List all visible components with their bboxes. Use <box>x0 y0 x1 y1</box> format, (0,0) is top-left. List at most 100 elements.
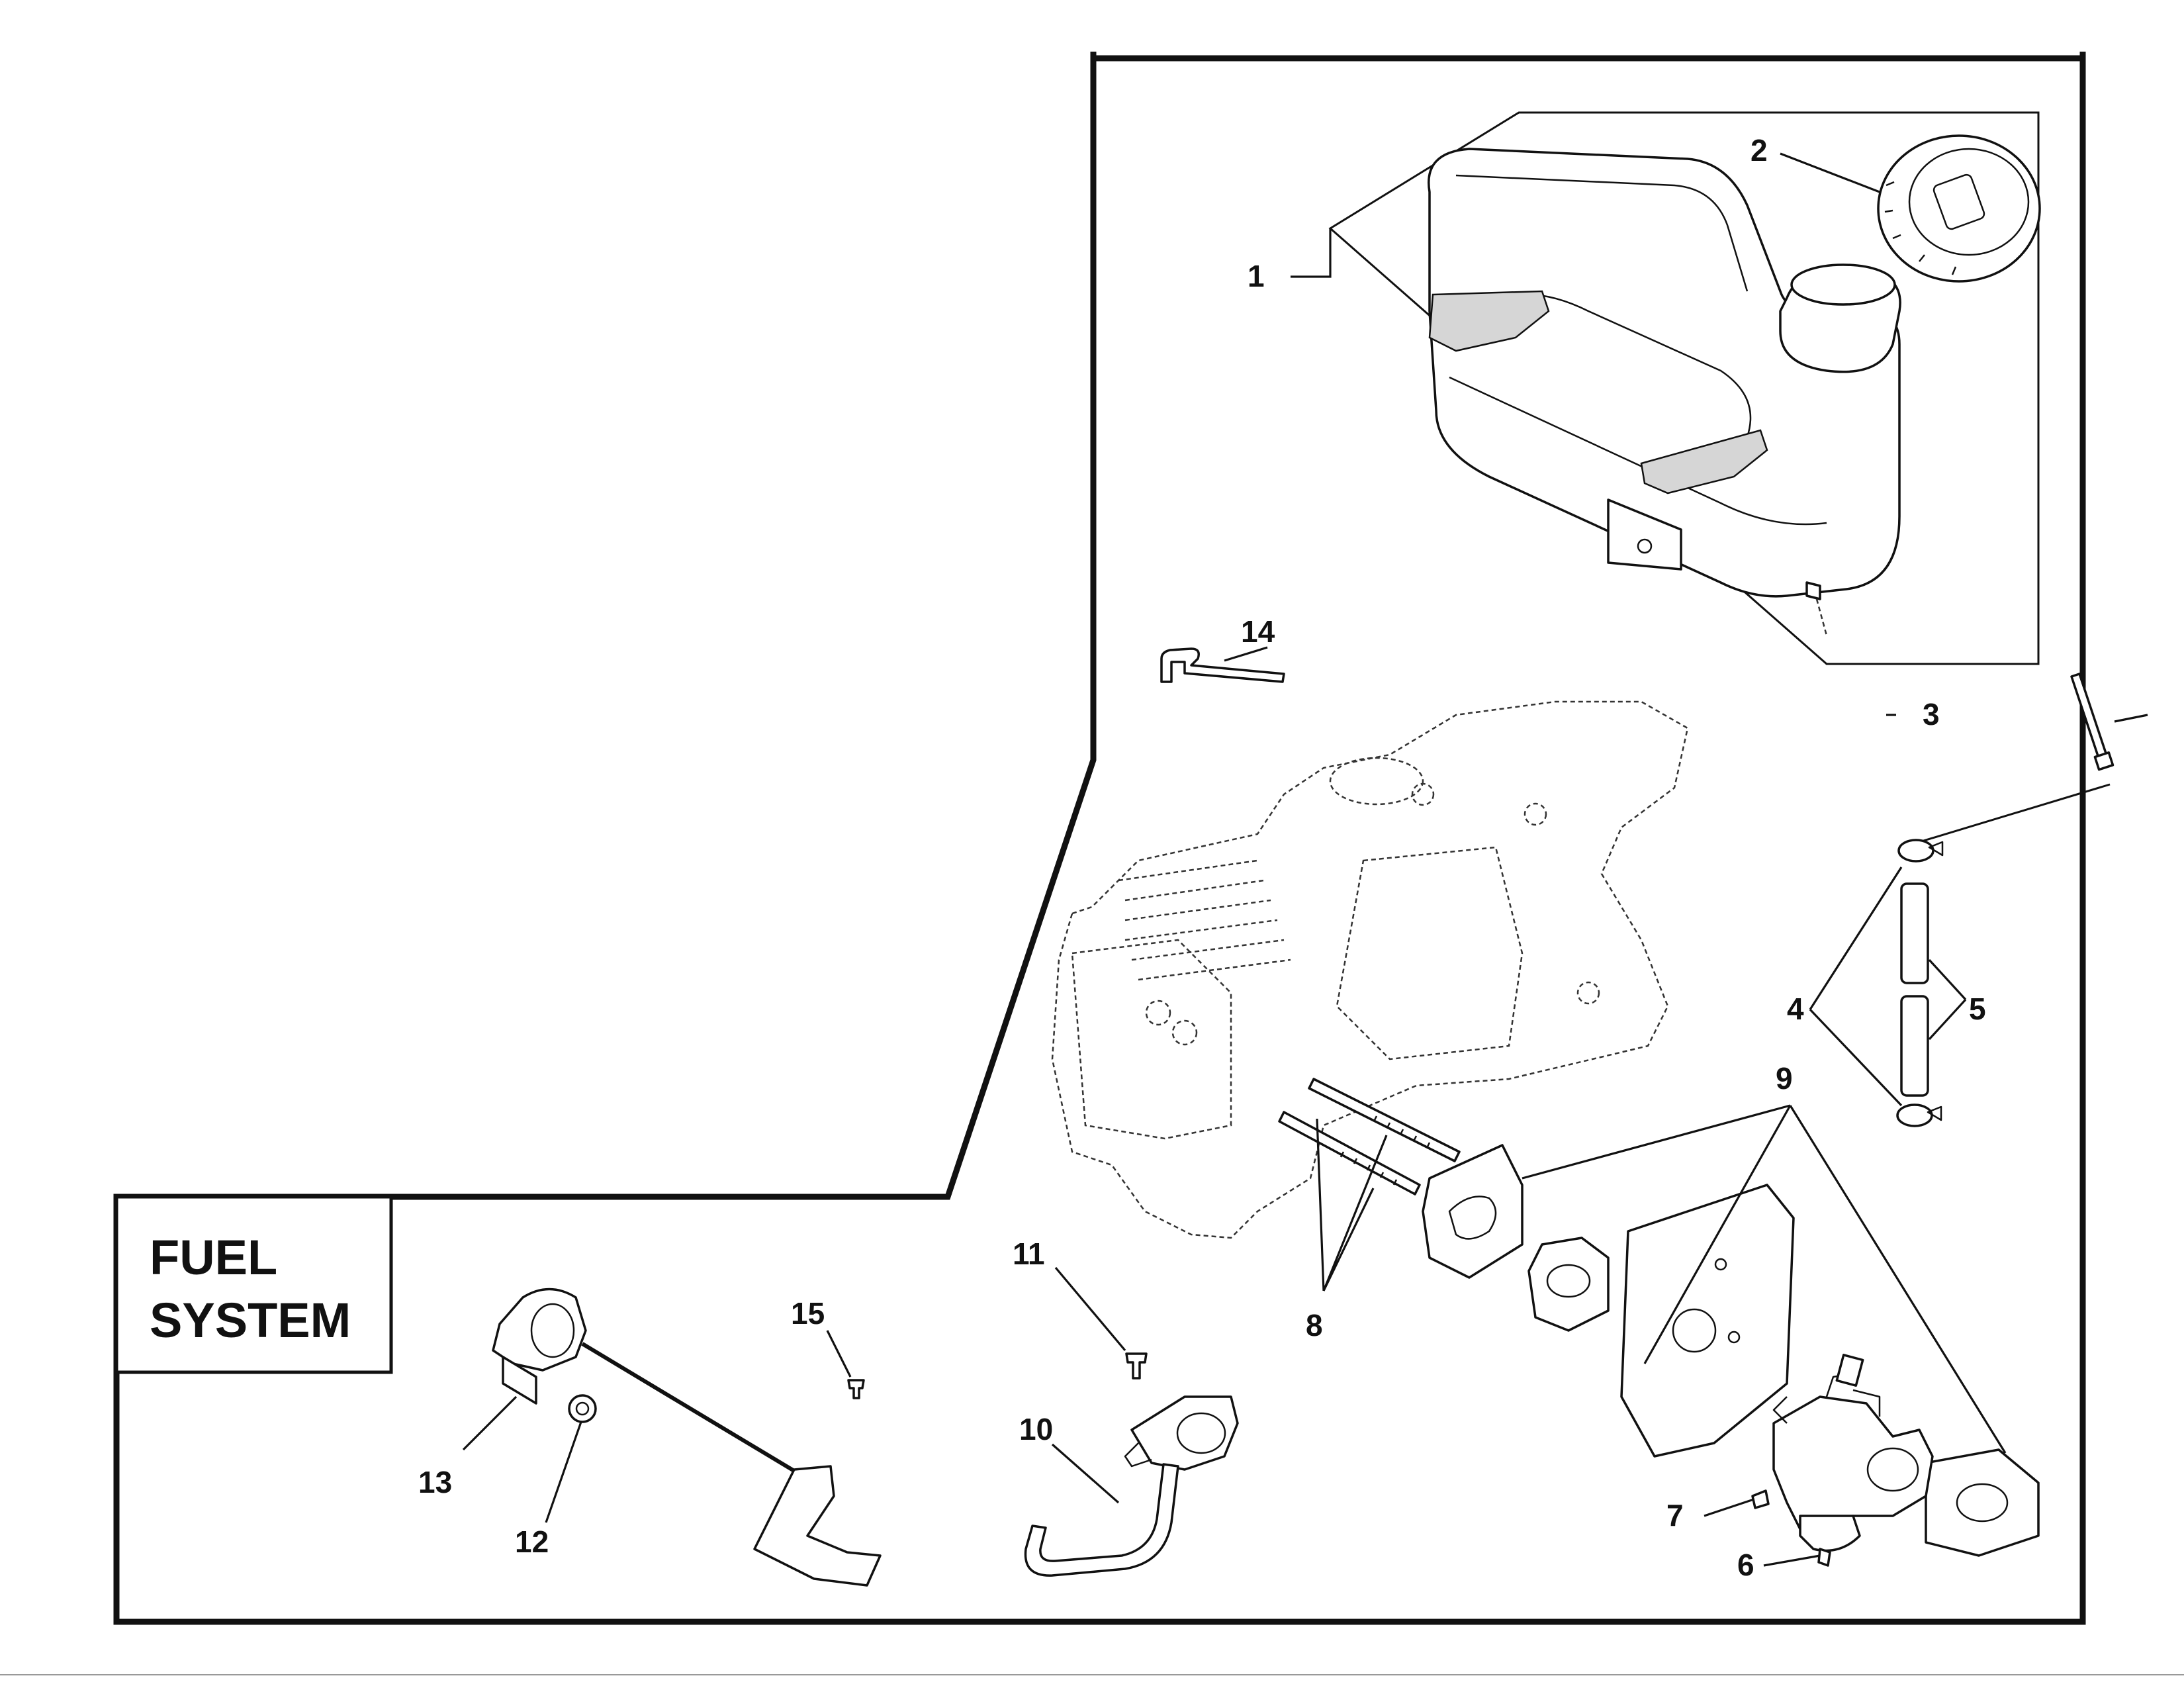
leader-3b <box>2114 714 2148 723</box>
fuel-tank-grip-left <box>1428 290 1550 352</box>
hose-clamp-bottom-tab <box>1927 1105 1942 1121</box>
leader-11 <box>1054 1266 1126 1352</box>
shutoff-control-rod <box>581 1342 815 1485</box>
shutoff-valve-screw <box>847 1379 865 1399</box>
callout-3: 3 <box>1923 697 1940 731</box>
fuel-pump-bracket <box>1124 1442 1152 1468</box>
fuel-tank-neck-opening <box>1790 263 1896 306</box>
shutoff-assembly <box>492 1288 882 1587</box>
engine-head-face <box>1071 939 1232 1140</box>
callout-7: 7 <box>1666 1498 1684 1532</box>
diagram-frame <box>113 52 2086 1625</box>
heat-shield-hole-2 <box>1727 1331 1741 1344</box>
callout-6: 6 <box>1737 1548 1754 1582</box>
intake-stud-threads <box>1340 1115 1431 1186</box>
fuel-tank-top-face <box>1455 174 1749 292</box>
carburetor-clip <box>1751 1489 1770 1509</box>
intake-spacer-port <box>1546 1264 1591 1298</box>
hose-section-lower <box>1900 995 1929 1097</box>
callout-9: 9 <box>1776 1061 1793 1096</box>
fuel-cap-top <box>1908 148 2030 256</box>
leader-5 <box>1928 959 1967 1041</box>
fuel-tank-mount-hole <box>1637 538 1653 554</box>
engine-bolt-boss-3 <box>1524 802 1547 826</box>
carburetor-throat <box>1866 1447 1919 1492</box>
carburetor-choke-lever <box>1835 1354 1864 1387</box>
leader-9 <box>1522 1104 2007 1454</box>
carb-gasket-lower <box>1925 1448 2040 1557</box>
fuel-line-path <box>1815 598 1828 636</box>
title-box: FUEL SYSTEM <box>114 1195 393 1374</box>
callout-1: 1 <box>1248 259 1265 293</box>
callout-10: 10 <box>1019 1412 1053 1446</box>
engine-crankcase <box>1336 846 1524 1060</box>
fuel-pump-pulse-line <box>1024 1463 1179 1577</box>
leader-12 <box>545 1421 582 1523</box>
frame-inner-line <box>946 759 1095 1197</box>
hose-clamp-top <box>1897 839 1934 863</box>
title-line-system: SYSTEM <box>150 1293 351 1348</box>
fuel-tank-lower-edge <box>1449 376 1827 526</box>
leader-7 <box>1704 1498 1754 1517</box>
shutoff-valve-bracket <box>502 1356 537 1405</box>
fuel-tank-group <box>1328 111 2040 665</box>
engine-block-outline <box>1051 700 1689 1239</box>
fuel-cap-logo <box>1933 173 1985 230</box>
callout-12: 12 <box>515 1524 549 1559</box>
intake-studs <box>1278 1078 1461 1196</box>
leader-6 <box>1763 1554 1821 1567</box>
fuel-pump-body <box>1130 1395 1239 1471</box>
shutoff-nut <box>568 1394 597 1423</box>
fuel-pump-assembly <box>1024 1352 1239 1577</box>
carburetor-float-bowl <box>1799 1515 1861 1552</box>
fuel-tank-mount-bracket <box>1607 498 1682 571</box>
hose-clamp-bottom <box>1896 1103 1933 1127</box>
fuel-tank-outlet-spigot <box>1805 581 1821 600</box>
carburetor <box>1751 1354 1934 1567</box>
carburetor-drain-screw <box>1817 1548 1831 1567</box>
callout-14: 14 <box>1241 614 1275 649</box>
heat-shield-plate <box>1620 1184 1795 1458</box>
engine-bolt-boss-4 <box>1576 981 1600 1005</box>
gasket-spacer-set <box>1422 1144 2040 1557</box>
engine-bolt-boss-2 <box>1171 1019 1198 1046</box>
callout-8: 8 <box>1306 1308 1323 1342</box>
connector-to-hose-dash <box>1912 783 2111 845</box>
carburetor-body <box>1772 1395 1934 1530</box>
intake-gasket-upper <box>1422 1144 1524 1279</box>
breather-tube <box>1160 647 1285 683</box>
leader-8 <box>1316 1118 1388 1291</box>
hose-clamp-assembly <box>1896 783 2111 1127</box>
fuel-pump-diaphragm <box>1176 1412 1226 1454</box>
shutoff-valve-housing <box>492 1288 587 1372</box>
fuel-cap-ridges <box>1884 181 1957 275</box>
leader-13 <box>462 1395 518 1451</box>
callout-5: 5 <box>1969 992 1986 1026</box>
fuel-cap <box>1877 134 2041 283</box>
engine-cylinder-fins <box>1118 859 1291 981</box>
shutoff-nut-bore <box>575 1401 590 1416</box>
callout-11: 11 <box>1013 1237 1045 1271</box>
intake-gasket-upper-port <box>1448 1196 1497 1240</box>
leader-15 <box>826 1330 852 1378</box>
fuel-line-fitting-body <box>2070 673 2110 765</box>
leader-14 <box>1224 646 1268 662</box>
hose-clamp-top-tab <box>1928 841 1944 857</box>
callout-4: 4 <box>1787 992 1804 1026</box>
fuel-tank-grip-right <box>1640 429 1768 494</box>
heat-shield-port <box>1672 1308 1717 1353</box>
heat-shield-hole-1 <box>1714 1258 1727 1271</box>
leader-2 <box>1780 152 1880 193</box>
callout-15: 15 <box>791 1296 825 1331</box>
fuel-cap-body <box>1877 134 2041 283</box>
callout-2: 2 <box>1751 133 1768 167</box>
shutoff-lever-bracket <box>753 1465 882 1587</box>
hose-section-upper <box>1900 882 1929 984</box>
fuel-line-fitting-end <box>2093 751 2115 771</box>
engine-bolt-boss-1 <box>1145 1000 1171 1026</box>
carb-gasket-lower-port <box>1956 1483 2009 1523</box>
intake-stud-upper <box>1308 1078 1461 1162</box>
callout-13: 13 <box>418 1465 452 1499</box>
fuel-pump-screw <box>1125 1352 1148 1380</box>
